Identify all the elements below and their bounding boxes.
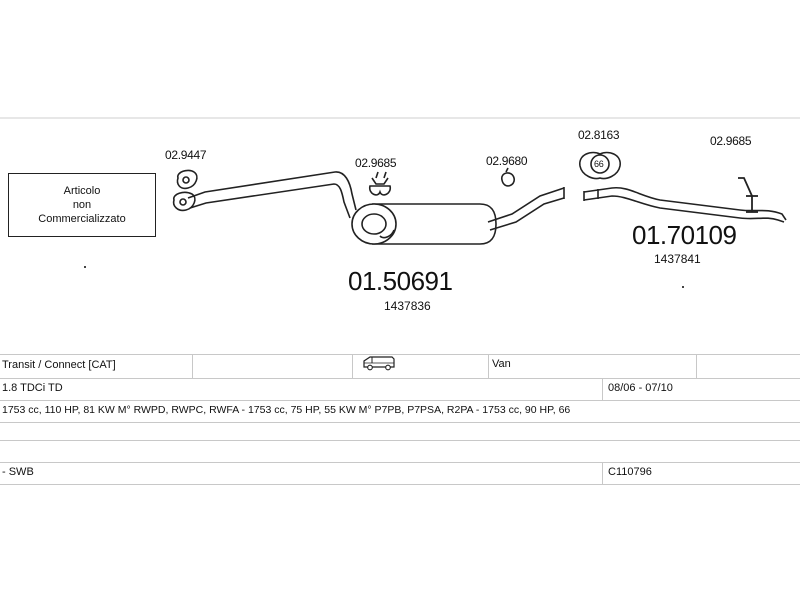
rear-silencer-icon	[583, 186, 787, 223]
vehicle-wheelbase: - SWB	[2, 466, 34, 478]
table-rule	[0, 422, 800, 423]
pipe-clamp-icon	[579, 151, 621, 180]
vehicle-engine: 1.8 TDCi TD	[2, 382, 63, 394]
part-label-gasket[interactable]: 02.9447	[165, 148, 207, 162]
table-divider	[192, 354, 193, 378]
catalog-code: C110796	[608, 466, 652, 478]
vehicle-body: Van	[492, 358, 511, 370]
not-marketed-note: Articolo non Commercializzato	[8, 173, 156, 237]
table-rule	[0, 378, 800, 379]
middle-silencer-code[interactable]: 01.50691	[348, 266, 453, 296]
speck	[84, 266, 86, 268]
table-rule	[0, 440, 800, 441]
part-label-hanger-right[interactable]: 02.9685	[710, 134, 752, 148]
table-rule	[0, 462, 800, 463]
part-label-hanger-center[interactable]: 02.9680	[486, 154, 528, 168]
rubber-hanger-icon	[368, 171, 392, 196]
vehicle-years: 08/06 - 07/10	[608, 382, 673, 394]
middle-silencer-ref: 1437836	[384, 299, 431, 313]
middle-silencer-icon	[187, 171, 565, 245]
table-rule	[0, 400, 800, 401]
table-divider	[602, 462, 603, 484]
rear-silencer-ref: 1437841	[654, 252, 701, 266]
speck	[682, 286, 684, 288]
van-icon	[363, 356, 395, 371]
table-rule	[0, 354, 800, 355]
part-label-clamp[interactable]: 02.8163	[578, 128, 620, 142]
vehicle-model: Transit / Connect [CAT]	[2, 359, 116, 371]
note-line-2: non	[72, 199, 92, 211]
table-rule	[0, 484, 800, 485]
exhaust-diagram	[0, 117, 800, 245]
table-divider	[352, 354, 353, 378]
rubber-hanger-icon	[501, 167, 515, 187]
part-label-hanger-mid[interactable]: 02.9685	[355, 156, 397, 170]
gasket-flange-icon	[172, 169, 198, 212]
table-divider	[602, 378, 603, 400]
rear-silencer-code[interactable]: 01.70109	[632, 220, 737, 250]
table-divider	[696, 354, 697, 378]
note-line-1: Articolo	[63, 185, 101, 197]
note-line-3: Commercializzato	[38, 213, 126, 225]
table-divider	[488, 354, 489, 378]
clamp-badge: 66	[594, 159, 604, 169]
vehicle-specs: 1753 cc, 110 HP, 81 KW M° RWPD, RWPC, RW…	[2, 404, 571, 416]
rubber-hanger-icon	[738, 177, 758, 213]
